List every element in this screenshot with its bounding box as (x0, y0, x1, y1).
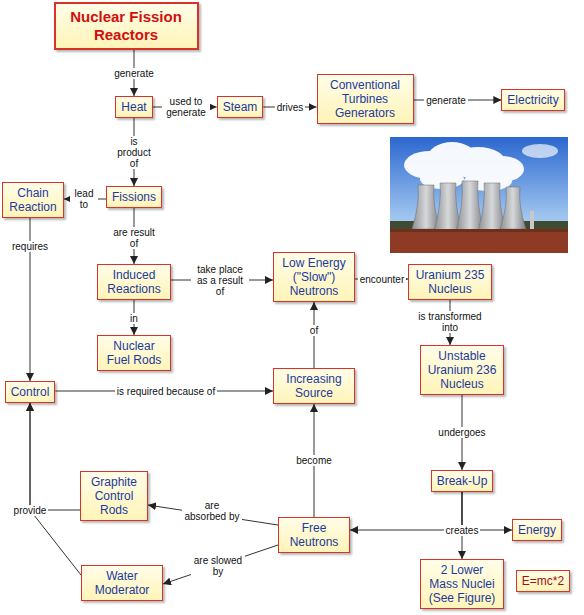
concept-box: Control (5, 381, 56, 403)
concept-text: Nuclear Fuel Rods (103, 339, 165, 367)
concept-box: Steam (217, 96, 264, 118)
concept-text: E=mc*2 (522, 574, 564, 588)
link-label: is product of (112, 136, 156, 169)
link-label: generate (112, 68, 155, 79)
concept-text: Conventional Turbines Generators (323, 78, 408, 120)
concept-text: Uranium 235 Nucleus (414, 268, 486, 296)
concept-text: Steam (223, 100, 258, 114)
concept-text: Nuclear Fission Reactors (64, 8, 189, 44)
concept-text: Unstable Uranium 236 Nucleus (426, 349, 498, 391)
concept-box: E=mc*2 (516, 570, 570, 592)
link-label: used to generate (162, 96, 210, 118)
concept-text: Electricity (507, 93, 558, 107)
link-label: become (294, 455, 334, 466)
concept-text: Water Moderator (87, 569, 157, 597)
concept-text: Break-Up (437, 474, 488, 488)
concept-box: Break-Up (431, 470, 494, 492)
sky (390, 137, 568, 253)
link-label: of (308, 325, 320, 336)
link-label: encounter (358, 274, 406, 285)
concept-text: Heat (121, 100, 146, 114)
cooling-tower-photo (390, 137, 568, 253)
link-label: requires (10, 241, 50, 252)
connector-group (30, 50, 512, 584)
field-edge (390, 229, 568, 232)
link-label: take place as a result of (191, 264, 249, 297)
concept-text: Control (11, 385, 50, 399)
cooling-towers (412, 181, 526, 231)
link-label: lead to (70, 188, 98, 210)
concept-text: Chain Reaction (8, 186, 58, 214)
link-label: drives (275, 102, 306, 113)
concept-box: 2 Lower Mass Nuclei (See Figure) (420, 559, 504, 609)
concept-box: Conventional Turbines Generators (317, 74, 414, 124)
concept-box: Chain Reaction (2, 182, 64, 218)
link-label: are result of (107, 227, 161, 249)
link-label: creates (444, 525, 481, 536)
steam-clouds (404, 142, 558, 191)
link-label: are slowed by (191, 555, 245, 577)
concept-box: Induced Reactions (97, 264, 171, 300)
link-label: are absorbed by (182, 500, 242, 522)
concept-box: Electricity (501, 89, 564, 111)
concept-box: Unstable Uranium 236 Nucleus (420, 345, 504, 395)
title-box: Nuclear Fission Reactors (54, 2, 199, 50)
concept-box: Heat (115, 96, 152, 118)
connector-arrow (30, 403, 80, 510)
concept-box: Nuclear Fuel Rods (97, 335, 171, 371)
concept-box: Fissions (106, 186, 162, 208)
link-label: undergoes (436, 427, 487, 438)
field (390, 229, 568, 253)
concept-box: Increasing Source (273, 368, 355, 404)
concept-text: Free Neutrons (284, 521, 344, 549)
concept-text: Low Energy ("Slow") Neutrons (279, 256, 349, 298)
concept-box: Energy (512, 519, 562, 541)
concept-box: Free Neutrons (278, 517, 350, 553)
link-label: provide (12, 505, 49, 516)
concept-text: Graphite Control Rods (86, 475, 142, 517)
connector-arrow (30, 403, 81, 575)
concept-text: Induced Reactions (103, 268, 165, 296)
concept-text: 2 Lower Mass Nuclei (See Figure) (426, 563, 498, 605)
concept-box: Water Moderator (81, 565, 163, 601)
concept-box: Low Energy ("Slow") Neutrons (273, 252, 355, 302)
concept-box: Graphite Control Rods (80, 471, 148, 521)
concept-text: Increasing Source (279, 372, 349, 400)
link-label: is transformed into (408, 311, 492, 333)
concept-text: Fissions (112, 190, 156, 204)
link-label: in (128, 313, 140, 324)
link-label: generate (424, 95, 467, 106)
chimney (530, 211, 534, 229)
concept-text: Energy (518, 523, 556, 537)
link-label: is required because of (115, 386, 217, 397)
concept-box: Uranium 235 Nucleus (408, 264, 492, 300)
connector-arrow (163, 545, 278, 584)
